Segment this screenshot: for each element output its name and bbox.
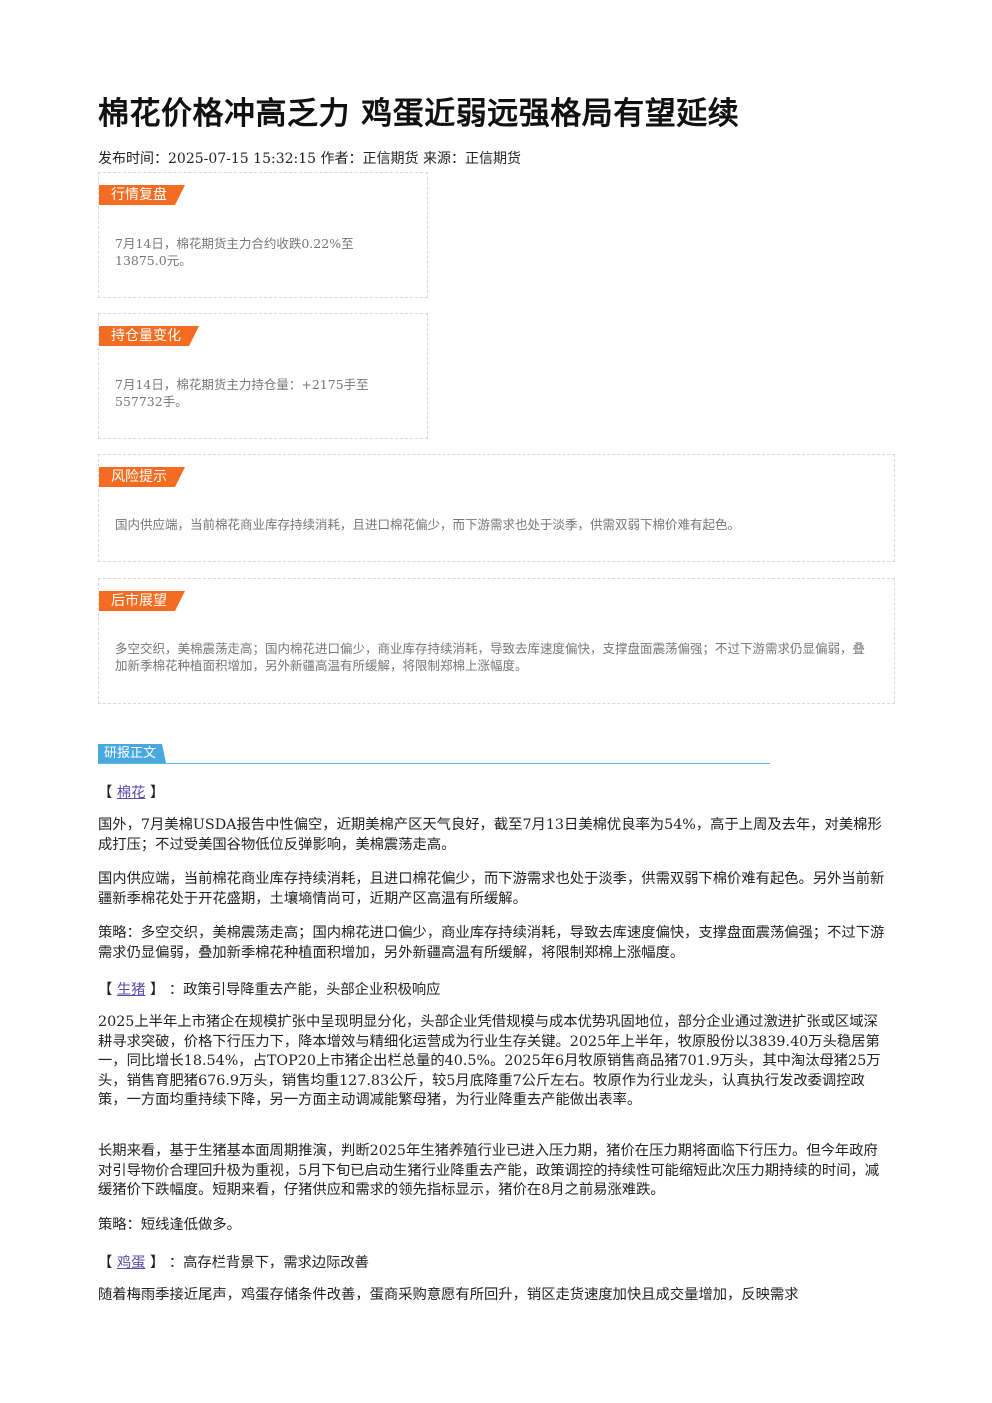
hog-paragraph-1: 2025上半年上市猪企在规模扩张中呈现明显分化，头部企业凭借规模与成本优势巩固地…: [98, 1014, 881, 1108]
article-meta: 发布时间：2025-07-15 15:32:15 作者：正信期货 来源：正信期货: [98, 151, 521, 167]
outlook-text: 多空交织，美棉震荡走高；国内棉花进口偏少，商业库存持续消耗，导致去库速度偏快，支…: [115, 641, 866, 673]
cotton-link[interactable]: 棉花: [116, 785, 146, 801]
position-change-tag: 持仓量变化: [99, 326, 199, 346]
report-section-tag: 研报正文: [98, 744, 166, 763]
cotton-paragraph-1: 国外，7月美棉USDA报告中性偏空，近期美棉产区天气良好，截至7月13日美棉优良…: [98, 817, 882, 853]
cotton-heading: 【 棉花 】: [98, 781, 164, 802]
hog-link[interactable]: 生猪: [116, 982, 146, 998]
market-review-tag: 行情复盘: [99, 185, 185, 205]
hog-subtitle: ：政策引导降重去产能，头部企业积极响应: [168, 982, 441, 998]
position-change-text: 7月14日，棉花期货主力持仓量：+2175手至557732手。: [115, 377, 369, 409]
outlook-tag: 后市展望: [99, 591, 185, 611]
egg-paragraph-1: 随着梅雨季接近尾声，鸡蛋存储条件改善，蛋商采购意愿有所回升，销区走货速度加快且成…: [98, 1287, 799, 1303]
bracket-open: 【: [98, 785, 113, 801]
hog-paragraph-3: 策略：短线逢低做多。: [98, 1217, 241, 1233]
risk-warning-tag: 风险提示: [99, 467, 185, 487]
outlook-box: 后市展望 多空交织，美棉震荡走高；国内棉花进口偏少，商业库存持续消耗，导致去库速…: [98, 578, 895, 704]
bracket-open: 【: [98, 982, 113, 998]
market-review-box: 行情复盘 7月14日，棉花期货主力合约收跌0.22%至13875.0元。: [98, 172, 428, 298]
risk-warning-text: 国内供应端，当前棉花商业库存持续消耗，且进口棉花偏少，而下游需求也处于淡季，供需…: [115, 517, 741, 532]
bracket-close: 】: [149, 785, 165, 801]
bracket-open: 【: [98, 1255, 113, 1271]
cotton-paragraph-3: 策略：多空交织，美棉震荡走高；国内棉花进口偏少，商业库存持续消耗，导致去库速度偏…: [98, 925, 885, 961]
position-change-box: 持仓量变化 7月14日，棉花期货主力持仓量：+2175手至557732手。: [98, 313, 428, 439]
market-review-text: 7月14日，棉花期货主力合约收跌0.22%至13875.0元。: [115, 236, 354, 268]
egg-link[interactable]: 鸡蛋: [116, 1255, 146, 1271]
article-title: 棉花价格冲高乏力 鸡蛋近弱远强格局有望延续: [98, 96, 740, 132]
bracket-close: 】: [149, 982, 165, 998]
egg-heading: 【 鸡蛋 】 ：高存栏背景下，需求边际改善: [98, 1251, 369, 1272]
bracket-close: 】: [149, 1255, 165, 1271]
hog-paragraph-2: 长期来看，基于生猪基本面周期推演，判断2025年生猪养殖行业已进入压力期，猪价在…: [98, 1143, 880, 1198]
risk-warning-box: 风险提示 国内供应端，当前棉花商业库存持续消耗，且进口棉花偏少，而下游需求也处于…: [98, 454, 895, 562]
report-section-header: 研报正文: [98, 744, 770, 764]
egg-subtitle: ：高存栏背景下，需求边际改善: [168, 1255, 369, 1271]
hog-heading: 【 生猪 】 ：政策引导降重去产能，头部企业积极响应: [98, 978, 440, 999]
cotton-paragraph-2: 国内供应端，当前棉花商业库存持续消耗，且进口棉花偏少，而下游需求也处于淡季，供需…: [98, 871, 885, 907]
